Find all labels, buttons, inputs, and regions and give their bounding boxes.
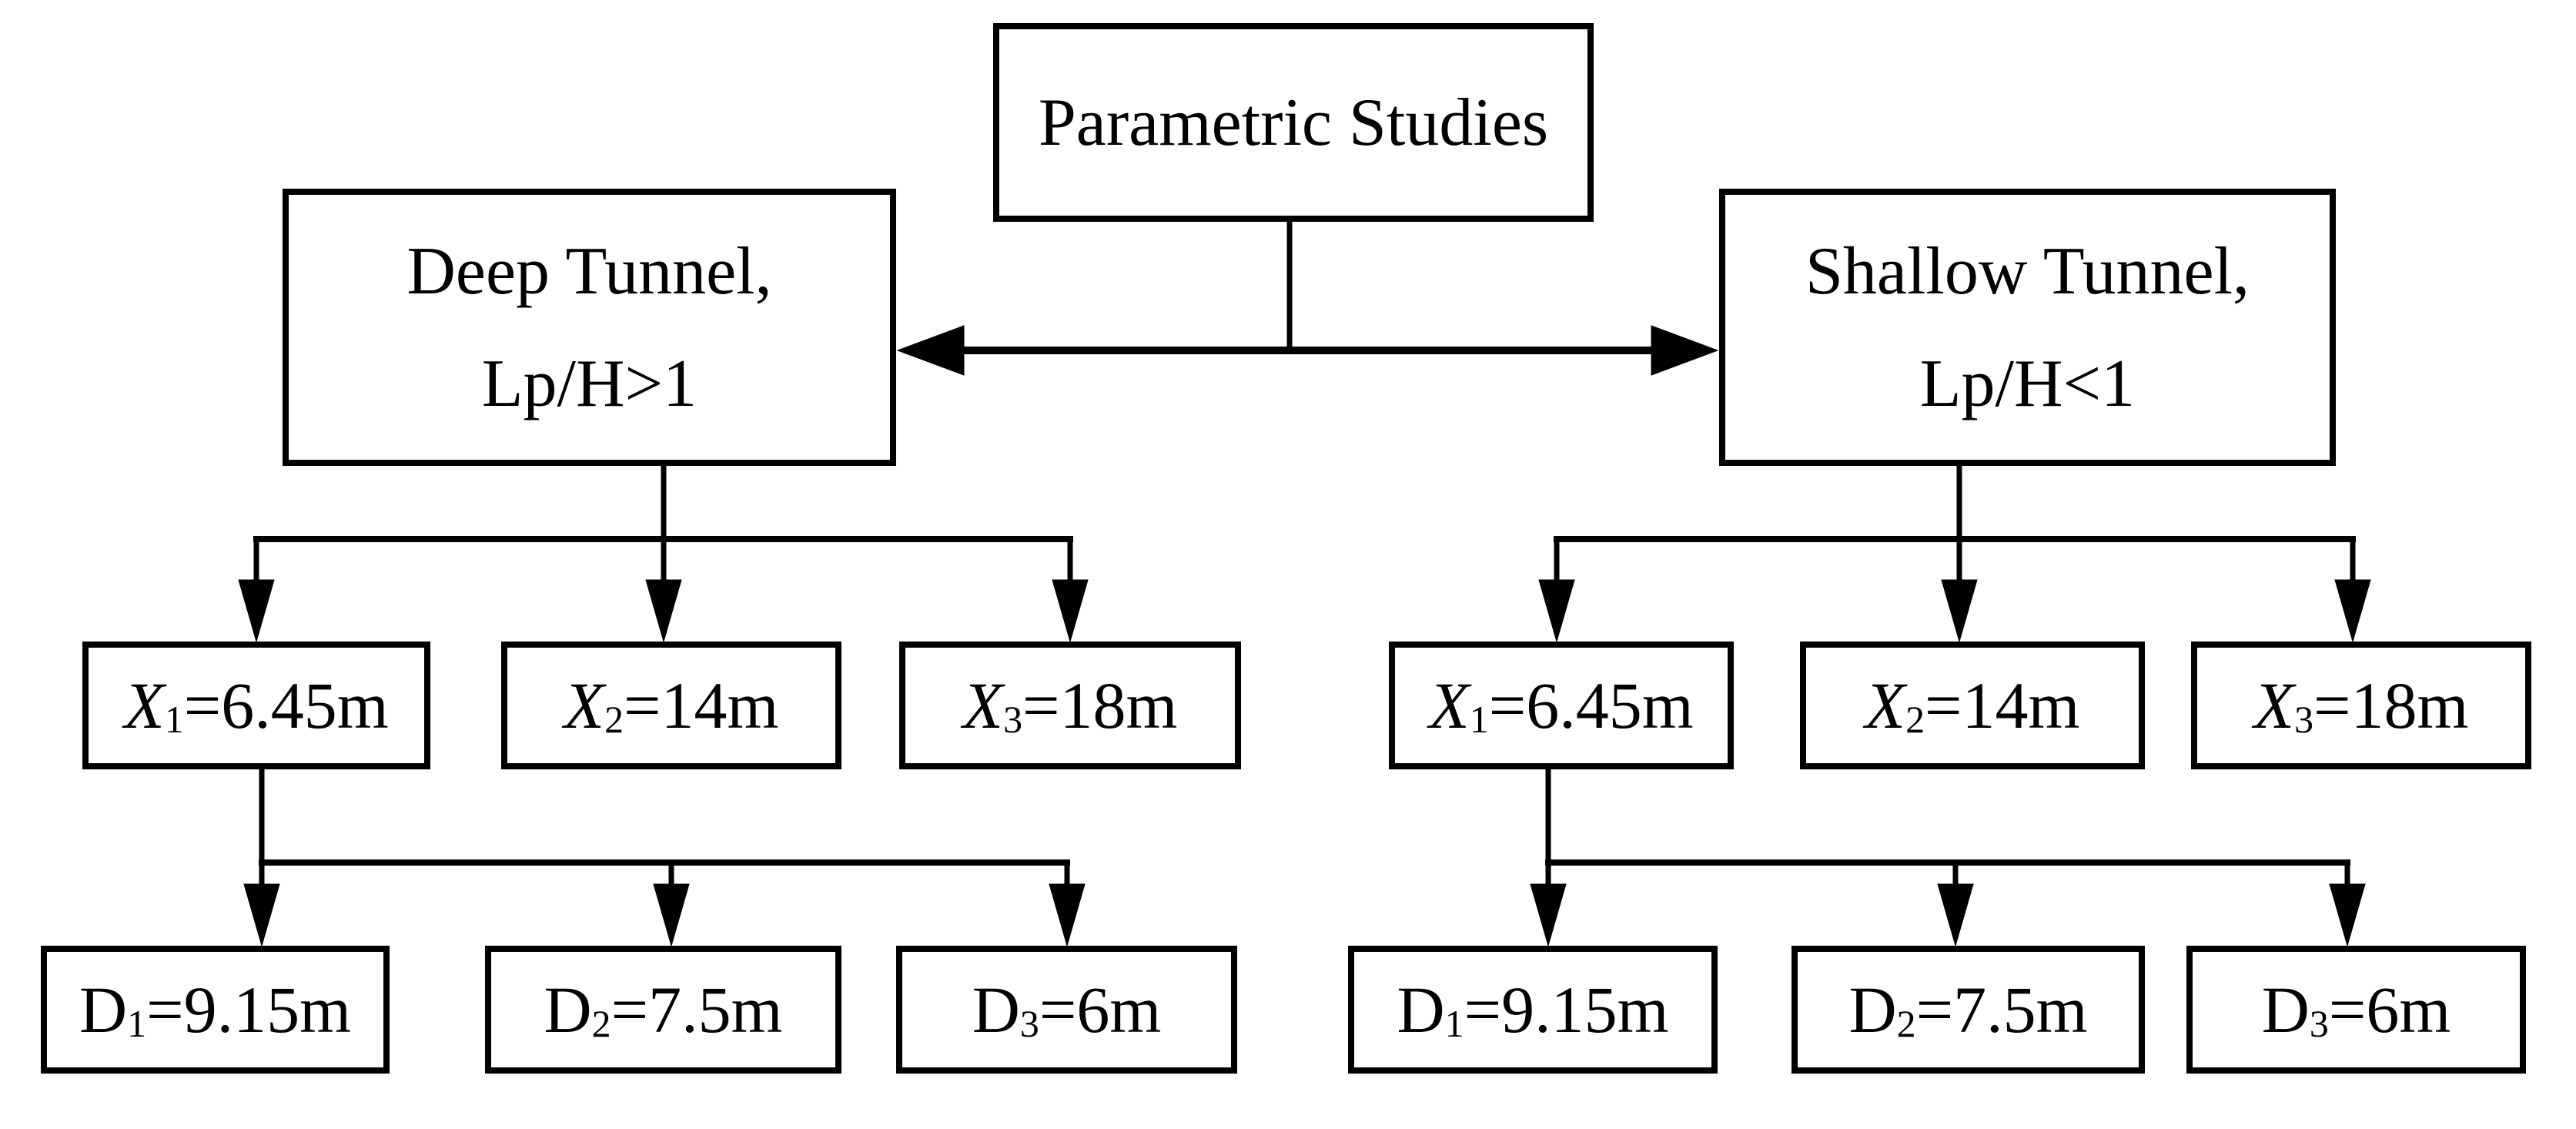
formula-text: D1=9.15m [1397, 971, 1669, 1048]
variable-subscript: 3 [1003, 698, 1023, 741]
formula-text: D1=9.15m [79, 971, 351, 1048]
variable-symbol: D [2261, 973, 2310, 1047]
variable-symbol: X [564, 668, 605, 742]
node-shallow-x1: X1=6.45m [1389, 642, 1734, 769]
connector-root-split [896, 222, 1719, 376]
variable-subscript: 2 [591, 1002, 611, 1045]
arrowhead-down [238, 579, 275, 643]
variable-symbol: D [79, 973, 128, 1047]
node-shallow-d2: D2=7.5m [1791, 946, 2145, 1074]
formula-text: D3=6m [2262, 971, 2451, 1048]
node-shallow-d1: D1=9.15m [1348, 946, 1718, 1074]
value-text: =6m [1039, 973, 1162, 1047]
variable-symbol: D [1397, 973, 1445, 1047]
node-shallow-x2: X2=14m [1800, 642, 2145, 769]
node-label-line2: Lp/H<1 [1919, 346, 2136, 421]
variable-subscript: 3 [2294, 698, 2314, 741]
variable-subscript: 1 [1469, 698, 1489, 741]
node-deep-d1: D1=9.15m [41, 946, 390, 1074]
arrowhead-down [653, 883, 690, 947]
arrowhead-down [645, 579, 682, 643]
node-deep-tunnel: Deep Tunnel, Lp/H>1 [283, 189, 896, 466]
arrowhead-left [896, 325, 965, 376]
variable-symbol: X [962, 668, 1004, 742]
node-deep-d2: D2=7.5m [485, 946, 841, 1074]
arrowhead-right [1651, 325, 1719, 376]
node-label-line2: Lp/H>1 [481, 346, 698, 421]
variable-subscript: 3 [2309, 1002, 2329, 1045]
formula-text: D3=6m [972, 971, 1161, 1048]
variable-subscript: 1 [1444, 1002, 1464, 1045]
variable-subscript: 3 [1019, 1002, 1039, 1045]
connector-deep-to-x [238, 466, 1089, 643]
node-label-line1: Shallow Tunnel, [1805, 233, 2250, 309]
arrowhead-down [1941, 579, 1978, 643]
value-text: =7.5m [611, 973, 783, 1047]
arrowhead-down [2334, 579, 2371, 643]
formula-text: X1=6.45m [124, 667, 388, 744]
formula-text: D2=7.5m [1849, 971, 2088, 1048]
value-text: =6.45m [183, 668, 389, 742]
variable-symbol: D [1848, 973, 1897, 1047]
arrowhead-down [1049, 883, 1086, 947]
formula-text: X1=6.45m [1429, 667, 1693, 744]
node-deep-x1: X1=6.45m [82, 642, 430, 769]
variable-subscript: 1 [127, 1002, 147, 1045]
formula-text: X3=18m [963, 667, 1178, 744]
variable-symbol: X [1865, 668, 1906, 742]
node-shallow-tunnel: Shallow Tunnel, Lp/H<1 [1719, 189, 2336, 466]
arrowhead-down [243, 883, 280, 947]
variable-symbol: D [544, 973, 592, 1047]
arrowhead-down [1538, 579, 1575, 643]
formula-text: D2=7.5m [544, 971, 783, 1048]
formula-text: X3=18m [2254, 667, 2469, 744]
node-shallow-d3: D3=6m [2186, 946, 2526, 1074]
node-parametric-studies: Parametric Studies [993, 23, 1594, 222]
node-deep-d3: D3=6m [896, 946, 1237, 1074]
arrowhead-down [1052, 579, 1089, 643]
value-text: =7.5m [1915, 973, 2088, 1047]
variable-subscript: 2 [1896, 1002, 1916, 1045]
variable-symbol: X [2253, 668, 2295, 742]
variable-subscript: 1 [164, 698, 184, 741]
node-deep-x3: X3=18m [899, 642, 1241, 769]
arrowhead-down [2329, 883, 2366, 947]
connector-deep-x1-to-d [243, 769, 1086, 947]
node-label-line1: Deep Tunnel, [406, 233, 772, 309]
variable-subscript: 2 [604, 698, 624, 741]
variable-symbol: X [124, 668, 165, 742]
variable-symbol: D [972, 973, 1020, 1047]
variable-subscript: 2 [1905, 698, 1925, 741]
value-text: =14m [624, 668, 779, 742]
connector-shallow-x1-to-d [1530, 769, 2366, 947]
formula-text: X2=14m [564, 667, 779, 744]
value-text: =6m [2328, 973, 2451, 1047]
node-label: Parametric Studies [1038, 85, 1549, 160]
value-text: =18m [2313, 668, 2469, 742]
formula-text: X2=14m [1865, 667, 2080, 744]
arrowhead-down [1530, 883, 1567, 947]
node-deep-x2: X2=14m [501, 642, 841, 769]
value-text: =6.45m [1488, 668, 1694, 742]
variable-symbol: X [1429, 668, 1470, 742]
value-text: =9.15m [146, 973, 351, 1047]
value-text: =9.15m [1464, 973, 1669, 1047]
node-shallow-x3: X3=18m [2191, 642, 2531, 769]
value-text: =18m [1022, 668, 1178, 742]
arrowhead-down [1937, 883, 1974, 947]
connector-shallow-to-x [1538, 466, 2371, 643]
value-text: =14m [1925, 668, 2080, 742]
